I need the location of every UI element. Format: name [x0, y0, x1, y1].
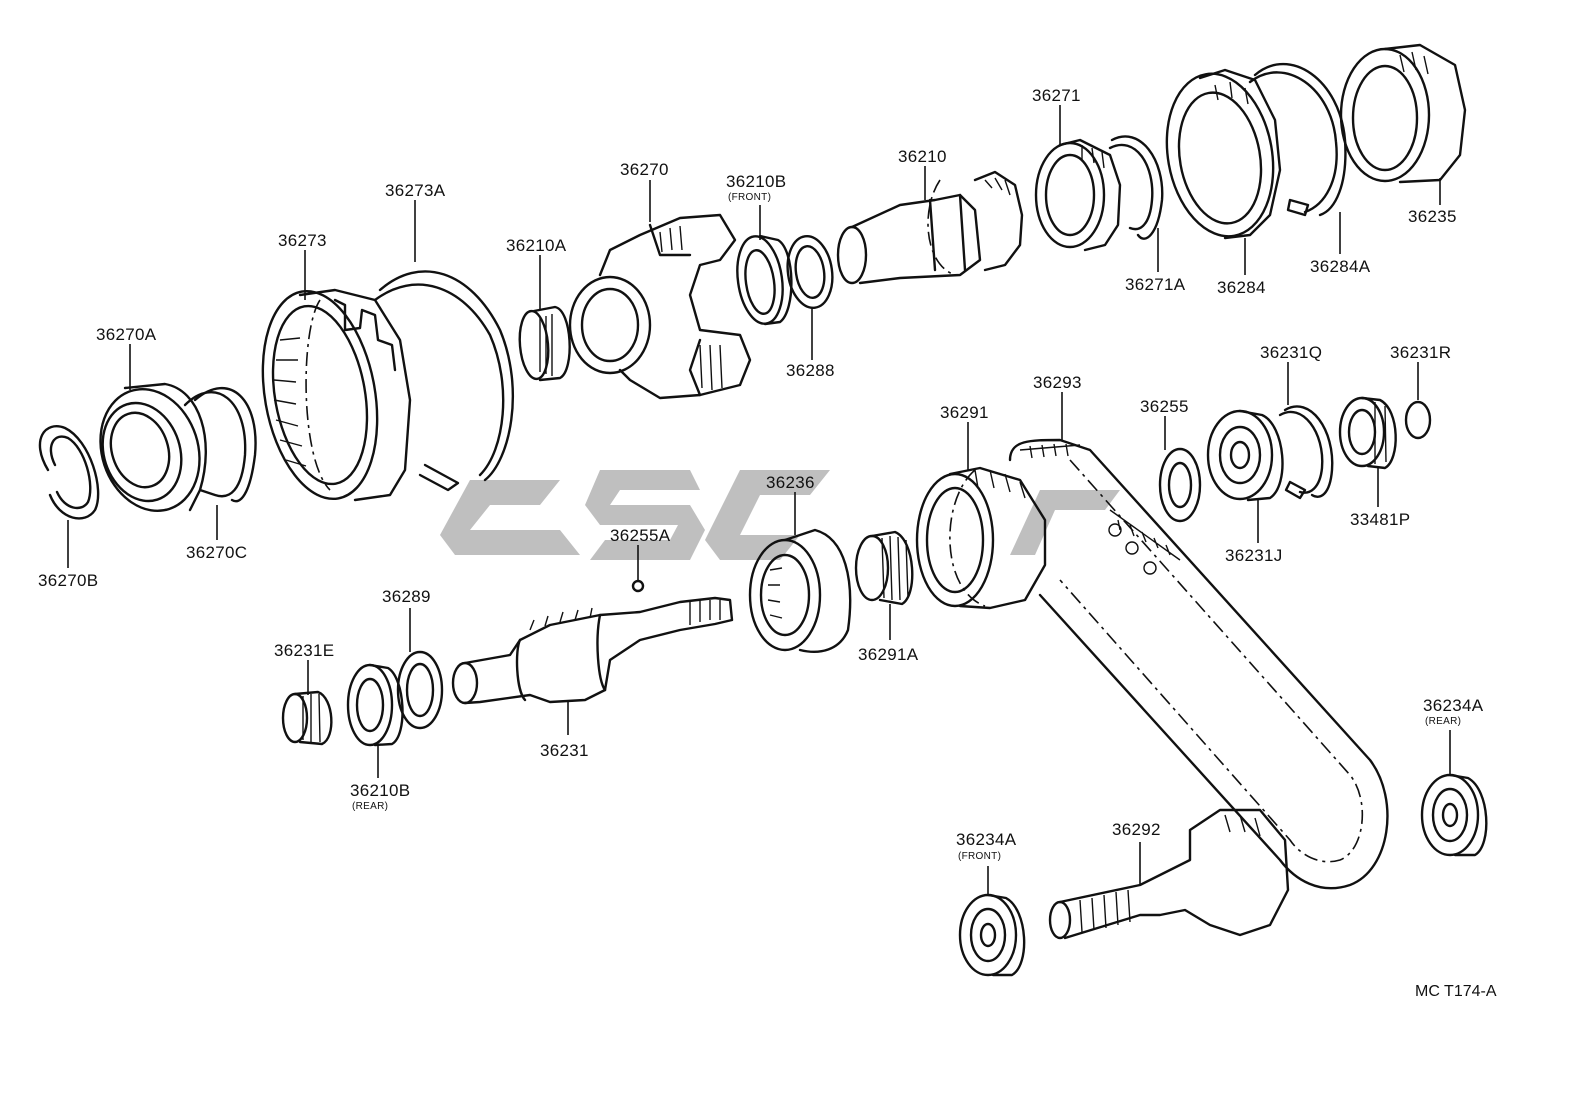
- driven-shaft-36292[interactable]: [1048, 808, 1290, 940]
- label-36273[interactable]: 36273: [278, 231, 327, 250]
- snap-ring-36231Q[interactable]: [1278, 405, 1334, 500]
- gear-ring-36273[interactable]: [248, 282, 412, 508]
- label-36231[interactable]: 36231: [540, 741, 589, 760]
- thrust-bearing-36210B-front[interactable]: [732, 233, 793, 326]
- label-36210B-front[interactable]: 36210B: [726, 172, 786, 191]
- label-36284A[interactable]: 36284A: [1310, 257, 1371, 276]
- note-36210B-rear: (REAR): [352, 801, 388, 812]
- output-shaft-36231[interactable]: [451, 596, 734, 705]
- label-33481P[interactable]: 33481P: [1350, 510, 1410, 529]
- label-36288[interactable]: 36288: [786, 361, 835, 380]
- snap-ring-36270C[interactable]: [183, 387, 257, 503]
- label-36291A[interactable]: 36291A: [858, 645, 919, 664]
- clutch-hub-36235[interactable]: [1339, 43, 1467, 184]
- label-36289[interactable]: 36289: [382, 587, 431, 606]
- label-36284[interactable]: 36284: [1217, 278, 1266, 297]
- label-36273A[interactable]: 36273A: [385, 181, 446, 200]
- figure-reference: MC T174-A: [1415, 983, 1497, 1000]
- label-36231E[interactable]: 36231E: [274, 641, 334, 660]
- label-36231R[interactable]: 36231R: [1390, 343, 1451, 362]
- plug-36231R[interactable]: [1404, 400, 1432, 440]
- label-36293[interactable]: 36293: [1033, 373, 1082, 392]
- drive-chain-36293[interactable]: [1008, 438, 1389, 890]
- part-labels: 36270B 36270A 36270C 36273 36273A 36210A…: [38, 86, 1497, 1000]
- bearing-36270A[interactable]: [85, 376, 215, 524]
- label-36271[interactable]: 36271: [1032, 86, 1081, 105]
- label-36271A[interactable]: 36271A: [1125, 275, 1186, 294]
- label-36292[interactable]: 36292: [1112, 820, 1161, 839]
- snap-ring-36270B[interactable]: [38, 425, 100, 520]
- drive-sprocket-36291[interactable]: [915, 466, 1047, 610]
- thrust-washer-36288[interactable]: [783, 233, 837, 310]
- label-36235[interactable]: 36235: [1408, 207, 1457, 226]
- leader-lines: [67, 105, 1451, 895]
- note-36234A-rear: (REAR): [1425, 716, 1461, 727]
- bearing-33481P[interactable]: [1338, 396, 1397, 470]
- label-36255A[interactable]: 36255A: [610, 526, 671, 545]
- bearing-36231J[interactable]: [1206, 409, 1284, 502]
- note-36210B-front: (FRONT): [728, 192, 771, 203]
- label-36270[interactable]: 36270: [620, 160, 669, 179]
- thrust-bearing-36210B-rear[interactable]: [346, 663, 404, 747]
- note-36234A-front: (FRONT): [958, 851, 1001, 862]
- planetary-carrier-36270[interactable]: [568, 213, 752, 400]
- label-36210A[interactable]: 36210A: [506, 236, 567, 255]
- snap-ring-36271A[interactable]: [1108, 135, 1164, 240]
- clutch-gear-36271[interactable]: [1034, 138, 1122, 252]
- label-36234A-front[interactable]: 36234A: [956, 830, 1017, 849]
- label-36291[interactable]: 36291: [940, 403, 989, 422]
- needle-bearing-36231E[interactable]: [281, 690, 333, 746]
- snap-ring-36273A[interactable]: [373, 270, 515, 492]
- label-36270A[interactable]: 36270A: [96, 325, 157, 344]
- label-36231J[interactable]: 36231J: [1225, 546, 1283, 565]
- gear-36236[interactable]: [748, 528, 852, 653]
- thrust-washer-36255[interactable]: [1158, 447, 1202, 523]
- bearing-36234A-rear[interactable]: [1420, 773, 1488, 857]
- label-36210[interactable]: 36210: [898, 147, 947, 166]
- thrust-washer-36289[interactable]: [396, 650, 444, 730]
- shift-sleeve-36284[interactable]: [1155, 65, 1286, 245]
- label-36234A-rear[interactable]: 36234A: [1423, 696, 1484, 715]
- input-shaft-36210[interactable]: [836, 170, 1024, 285]
- label-36270B[interactable]: 36270B: [38, 571, 98, 590]
- label-36231Q[interactable]: 36231Q: [1260, 343, 1322, 362]
- bearing-36234A-front[interactable]: [958, 893, 1026, 977]
- needle-bearing-36291A[interactable]: [854, 530, 914, 606]
- steel-ball-36255A[interactable]: [631, 579, 645, 593]
- needle-bearing-36210A[interactable]: [517, 305, 571, 382]
- watermark-logo: [440, 470, 1120, 560]
- label-36270C[interactable]: 36270C: [186, 543, 247, 562]
- label-36236[interactable]: 36236: [766, 473, 815, 492]
- label-36210B-rear[interactable]: 36210B: [350, 781, 410, 800]
- snap-ring-36284A[interactable]: [1248, 62, 1347, 217]
- label-36255[interactable]: 36255: [1140, 397, 1189, 416]
